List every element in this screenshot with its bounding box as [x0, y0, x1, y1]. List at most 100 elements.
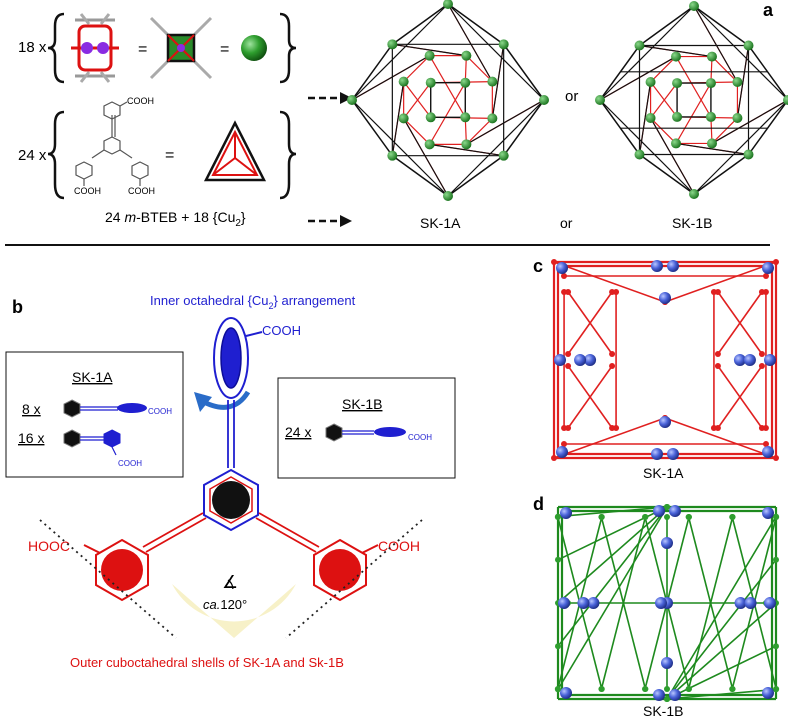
- framework-sphere: [661, 657, 673, 669]
- framework-small-node: [642, 686, 648, 692]
- box-1b-linker: COOH: [325, 423, 432, 442]
- poly-black-edge: [391, 81, 405, 156]
- poly-node: [689, 189, 699, 199]
- left-red-ring: [83, 538, 149, 602]
- poly-black-edge: [351, 99, 449, 197]
- framework-small-node: [664, 686, 670, 692]
- framework-edge: [666, 602, 777, 700]
- poly-node: [460, 77, 471, 88]
- poly-red-edge: [403, 81, 432, 118]
- framework-small-node: [714, 351, 721, 357]
- panel-label-b: b: [12, 297, 23, 317]
- poly-red-edge: [675, 56, 712, 118]
- framework-small-node: [561, 289, 568, 295]
- poly-node: [706, 138, 717, 149]
- framework-sphere: [577, 597, 590, 609]
- framework-edge: [567, 291, 613, 355]
- poly-black-edge: [503, 99, 545, 157]
- framework-small-node: [773, 686, 780, 692]
- box-sk-1b: [277, 377, 456, 479]
- poly-node: [424, 139, 435, 150]
- framework-edge: [717, 291, 763, 355]
- framework-small-node: [762, 289, 769, 295]
- poly-black-edge: [429, 143, 504, 157]
- poly-node: [672, 78, 683, 89]
- alkyne-left: [142, 512, 207, 553]
- framework-edge: [557, 506, 668, 690]
- framework-small-node: [773, 259, 779, 265]
- panel-label-c: c: [533, 256, 543, 276]
- poly-black-edge: [351, 55, 430, 101]
- framework-small-node: [710, 289, 717, 295]
- outer-caption: Outer cuboctahedral shells of SK-1A and …: [70, 655, 344, 670]
- framework-sphere: [560, 507, 572, 519]
- framework-small-node: [762, 425, 769, 431]
- framework-small-node: [565, 351, 572, 357]
- poly-node: [732, 77, 743, 88]
- label-or: or: [560, 215, 573, 231]
- framework-small-node: [685, 686, 692, 692]
- inner-title: Inner octahedral {Cu2} arrangement: [150, 293, 356, 311]
- square-sbu-icon: [149, 16, 213, 80]
- brace-right-1: [279, 12, 297, 84]
- svg-text:COOH: COOH: [148, 407, 172, 416]
- framework-small-node: [561, 425, 568, 431]
- framework-sphere: [556, 262, 568, 274]
- framework-small-node: [613, 289, 620, 295]
- poly-node: [387, 39, 398, 50]
- framework-small-node: [609, 363, 616, 369]
- angle-highlight: [172, 584, 296, 638]
- poly-node: [672, 111, 683, 122]
- framework-edge: [666, 516, 777, 700]
- label-sk-1a: SK-1A: [420, 215, 461, 231]
- poly-red-edge: [675, 82, 712, 144]
- poly-node: [443, 0, 453, 9]
- framework-small-node: [554, 514, 561, 520]
- box-1a-row2: 16 x: [18, 430, 44, 446]
- svg-text:COOH: COOH: [408, 433, 432, 442]
- poly-black-edge: [650, 117, 695, 195]
- framework-edge: [567, 365, 613, 429]
- framework-edge: [664, 261, 777, 303]
- poly-node: [645, 77, 656, 88]
- poly-node: [706, 51, 717, 62]
- poly-node: [539, 95, 549, 105]
- framework-sphere: [762, 687, 774, 699]
- framework-sphere: [764, 597, 776, 609]
- poly-red-edge: [465, 55, 493, 83]
- label-sk-1b: SK-1B: [672, 215, 712, 231]
- brace-left-2: [47, 110, 65, 200]
- sk-1a-network: [551, 259, 779, 461]
- framework-small-node: [758, 351, 765, 357]
- poly-node: [460, 112, 471, 123]
- framework-small-node: [561, 273, 567, 279]
- framework-small-node: [565, 363, 572, 369]
- poly-node: [743, 40, 754, 51]
- poly-node: [783, 95, 788, 105]
- framework-sphere: [653, 689, 665, 701]
- dashed-arrow-1: [308, 92, 352, 104]
- row1-count: 18 x: [18, 39, 47, 56]
- cuboctahedron-sk-1b: [595, 1, 788, 199]
- poly-black-edge: [638, 81, 652, 155]
- framework-sphere: [560, 687, 572, 699]
- framework-sphere: [661, 537, 673, 549]
- framework-edge: [664, 417, 777, 459]
- poly-red-edge: [403, 82, 432, 119]
- framework-sphere: [651, 448, 663, 460]
- poly-node: [634, 149, 645, 160]
- framework-sphere: [651, 260, 663, 272]
- poly-node: [398, 113, 409, 124]
- alkyne-right: [255, 512, 320, 553]
- framework-small-node: [613, 425, 620, 431]
- poly-black-edge: [599, 56, 677, 101]
- box-1b-row1: 24 x: [285, 424, 311, 440]
- poly-node: [689, 1, 699, 11]
- poly-node: [425, 112, 436, 123]
- poly-black-edge: [391, 155, 449, 197]
- poly-red-edge: [650, 82, 678, 119]
- left-hooc: HOOC: [28, 538, 70, 554]
- brace-right-2: [279, 110, 297, 200]
- framework-small-node: [685, 514, 692, 520]
- poly-node: [498, 39, 509, 50]
